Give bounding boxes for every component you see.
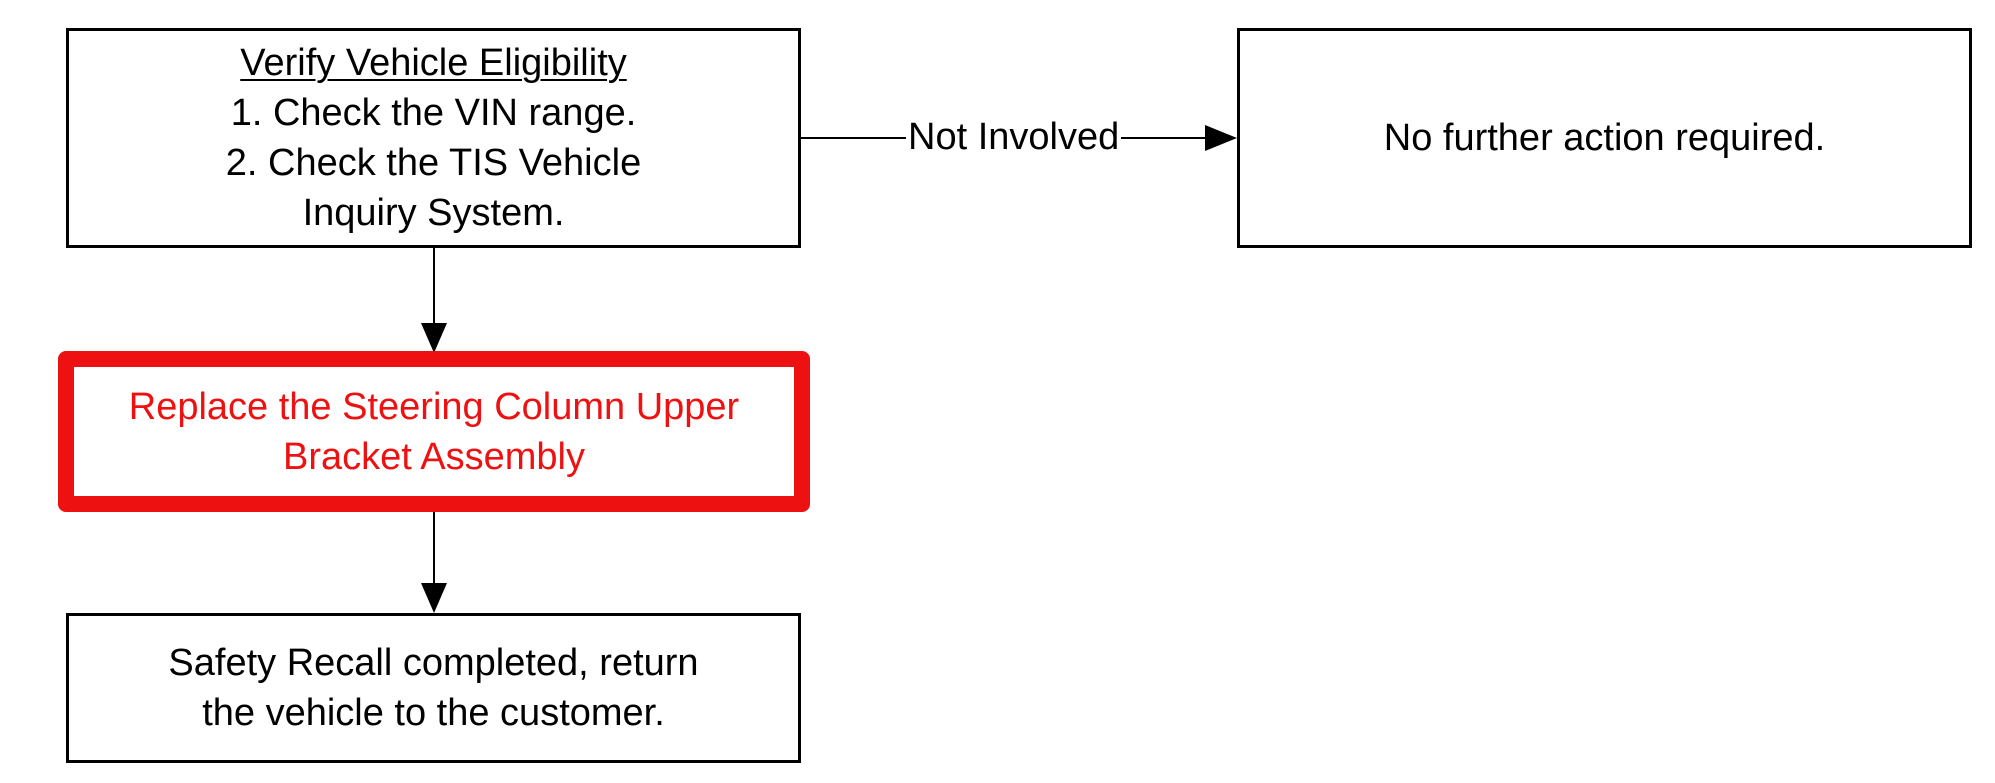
arrowhead-nofurther [1205, 125, 1237, 151]
edge-label-not-involved: Not Involved [906, 114, 1122, 160]
node-verify-step1: 1. Check the VIN range. [230, 92, 637, 134]
arrowhead-completed [421, 583, 447, 613]
node-no-further-action: No further action required. [1237, 28, 1972, 248]
node-verify-eligibility: Verify Vehicle Eligibility 1. Check the … [66, 28, 801, 248]
node-recall-completed: Safety Recall completed, return the vehi… [66, 613, 801, 763]
node-replace-line1: Replace the Steering Column Upper [128, 385, 740, 428]
node-no-further-text: No further action required. [1383, 117, 1826, 159]
node-verify-step2-line2: Inquiry System. [302, 192, 565, 234]
node-replace-bracket: Replace the Steering Column Upper Bracke… [58, 351, 810, 512]
node-completed-line1: Safety Recall completed, return [168, 642, 699, 684]
node-verify-heading: Verify Vehicle Eligibility [240, 42, 627, 84]
node-completed-line2: the vehicle to the customer. [202, 692, 665, 734]
node-verify-step2-line1: 2. Check the TIS Vehicle [225, 142, 642, 184]
arrowhead-replace [421, 323, 447, 353]
node-replace-line2: Bracket Assembly [283, 435, 585, 478]
